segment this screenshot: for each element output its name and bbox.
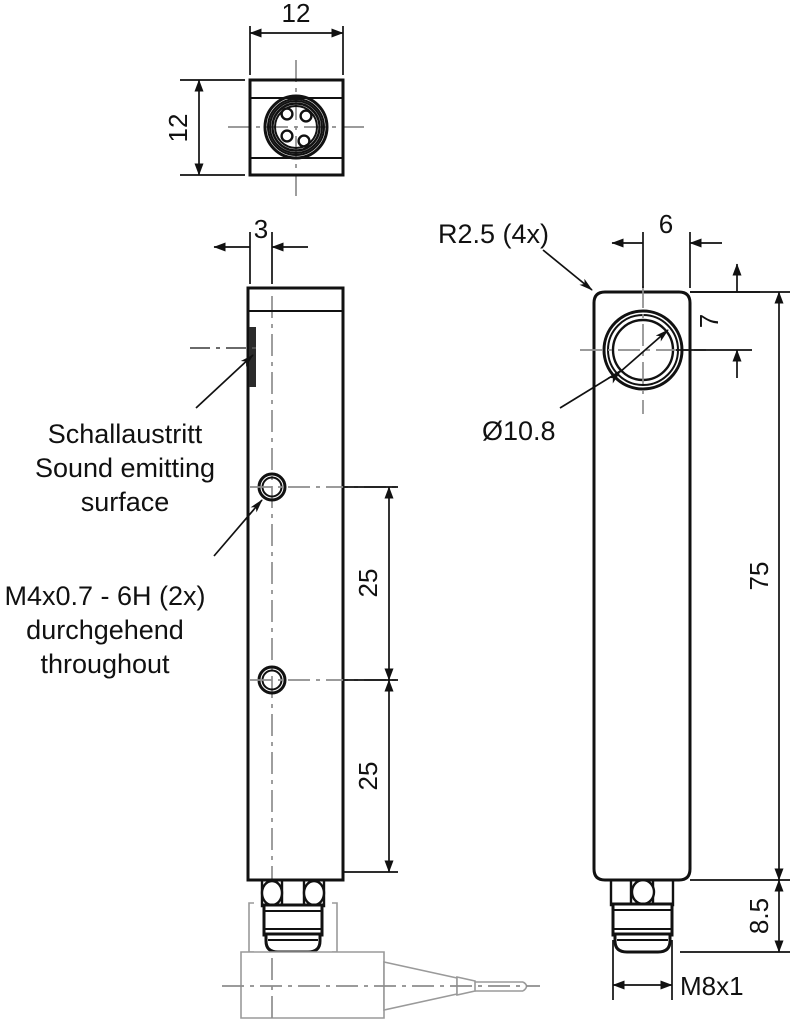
connector-bracket-left — [248, 902, 254, 953]
bore-diameter-leader — [607, 329, 669, 384]
cable-end-cap — [522, 981, 528, 992]
connector-ring-2 — [267, 98, 325, 156]
bore-diameter-note-text: Ø10.8 — [482, 416, 556, 446]
connector-pin-2 — [299, 109, 313, 123]
bore-diameter-leader-tail — [559, 369, 623, 409]
top-view-body-outline — [248, 78, 345, 177]
m4-thread-leader — [213, 499, 263, 557]
connector-end-cap — [264, 932, 322, 954]
front-offset-dimension-text: 3 — [254, 214, 268, 244]
annotations: R2.5 (4x) Ø10.8 Schallaustritt Sound emi… — [4, 219, 555, 679]
spacing-upper-dimension-text: 25 — [353, 569, 383, 598]
front-view-body-outline — [246, 286, 345, 882]
connector-neck-ellipse-left — [260, 879, 284, 907]
thread-note-line3: throughout — [40, 649, 170, 679]
connector-pin-1 — [280, 107, 294, 121]
connector-ring-3 — [269, 100, 323, 154]
side-connector-neck-ellipse — [630, 878, 656, 906]
side-view-body-outline — [592, 290, 692, 882]
side-view: 6 7 75 8.5 M8x1 — [542, 209, 790, 1001]
connector-bracket-right — [332, 902, 338, 953]
corner-radius-note-text: R2.5 (4x) — [438, 219, 549, 249]
side-connector-neck-left — [609, 880, 633, 907]
side-view-connector — [609, 878, 675, 954]
side-depth-dimension-text: 7 — [694, 314, 724, 328]
connector-pin-4 — [297, 134, 311, 148]
side-offset-dimension-text: 6 — [659, 209, 673, 239]
side-connector-knurl-body — [611, 902, 674, 937]
front-view: 3 25 25 — [190, 214, 540, 1019]
connector-neck-ellipse-right — [302, 879, 326, 907]
connector-pin-3 — [280, 129, 294, 143]
corner-radius-leader — [542, 249, 593, 291]
connector-inner-ring — [274, 105, 318, 149]
connector-outer-ring — [263, 94, 329, 160]
side-connector-end-cap — [613, 932, 672, 954]
spacing-lower-dimension-text: 25 — [353, 762, 383, 791]
top-view: 12 12 — [163, 0, 366, 196]
sound-surface-leader — [195, 354, 254, 409]
sound-outlet-note-line1: Schallaustritt — [48, 419, 203, 449]
thread-dimension-text: M8x1 — [680, 971, 744, 1001]
front-view-connector — [248, 878, 338, 954]
sound-outlet-note-line2: Sound emitting — [35, 453, 215, 483]
thread-note-line2: durchgehend — [26, 615, 184, 645]
thread-note-line1: M4x0.7 - 6H (2x) — [4, 581, 205, 611]
body-length-dimension-text: 75 — [744, 562, 774, 591]
connector-ring-4 — [271, 102, 321, 152]
connector-length-dimension-text: 8.5 — [744, 898, 774, 934]
connector-knurl-body — [262, 903, 324, 937]
cable-plug-body — [240, 951, 385, 1019]
side-connector-neck-right — [651, 880, 675, 907]
cable-plug-ghost — [222, 951, 540, 1019]
top-height-dimension-text: 12 — [163, 114, 193, 143]
sound-outlet-note-line3: surface — [81, 487, 170, 517]
top-width-dimension-text: 12 — [282, 0, 311, 28]
